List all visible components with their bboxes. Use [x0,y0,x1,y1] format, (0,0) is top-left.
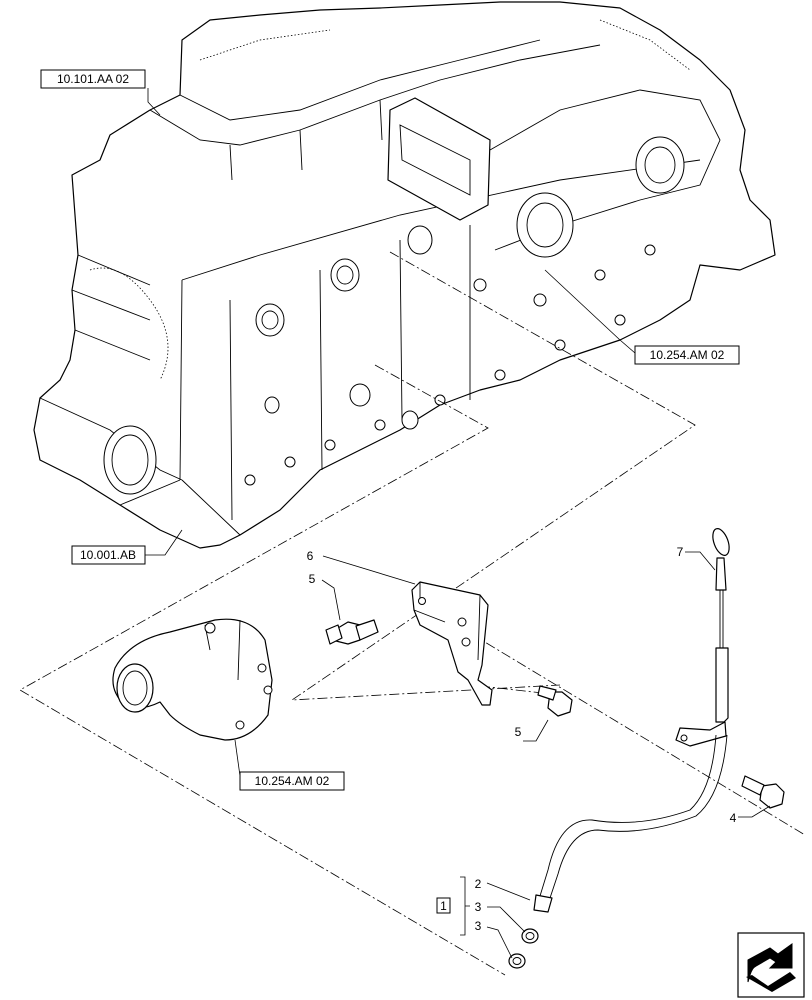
reference-engine-block-label: 10.001.AB [80,548,136,562]
kit-box-label: 1 [440,899,447,913]
reference-elbow-label: 10.254.AM 02 [255,774,330,788]
callout-3-upper: 3 [475,900,482,914]
reference-engine-top-label: 10.101.AA 02 [57,72,129,86]
reference-engine-side[interactable]: 10.254.AM 02 [634,345,740,365]
callout-5-upper: 5 [309,572,316,586]
callout-4: 4 [730,811,737,825]
elbow-housing [112,618,273,741]
bracket-bolt-lower [537,685,573,717]
dipstick-tube [533,528,730,913]
callout-2: 2 [475,877,482,891]
kit-box[interactable]: 1 [436,897,451,914]
reference-engine-top[interactable]: 10.101.AA 02 [40,69,146,89]
callout-5-lower: 5 [515,725,522,739]
bracket [411,581,493,706]
tube-bolt [741,775,785,809]
o-ring-lower [508,953,526,969]
leader-lines [145,88,771,959]
o-ring-upper [521,928,539,944]
engine-block-illustration [33,1,776,549]
callout-3-lower: 3 [475,919,482,933]
next-page-arrow-icon[interactable] [737,932,805,998]
callout-7: 7 [677,545,684,559]
reference-engine-side-label: 10.254.AM 02 [650,348,725,362]
bracket-bolt-upper [325,619,379,645]
reference-engine-block[interactable]: 10.001.AB [71,545,146,565]
callout-6: 6 [307,549,314,563]
reference-elbow[interactable]: 10.254.AM 02 [239,771,345,791]
